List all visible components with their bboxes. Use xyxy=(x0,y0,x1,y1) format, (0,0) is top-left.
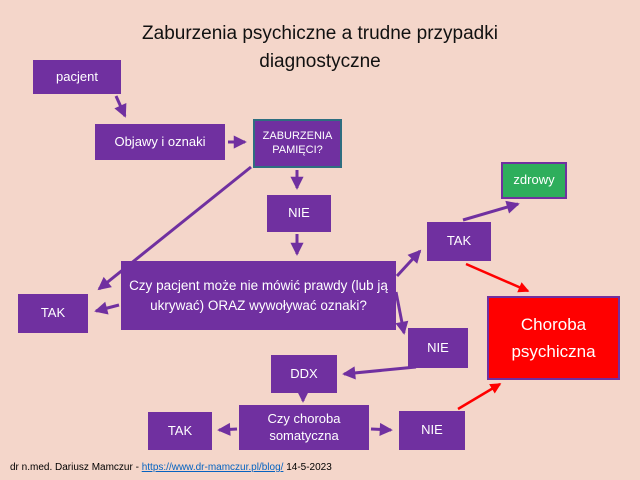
node-tak-bottom: TAK xyxy=(148,412,212,450)
node-zdrowy: zdrowy xyxy=(501,162,567,199)
arrow-question-to-tak-right xyxy=(395,249,422,278)
node-czy-choroba-somatyczna: Czy choroba somatyczna xyxy=(239,405,369,450)
arrow-nie-to-choroba xyxy=(457,382,502,411)
arrow-pacjent-to-objawy xyxy=(114,95,127,118)
footer-author: dr n.med. Dariusz Mamczur - xyxy=(10,462,142,473)
arrow-tak-to-zdrowy xyxy=(462,200,520,222)
footer: dr n.med. Dariusz Mamczur - https://www.… xyxy=(10,462,332,473)
arrow-somatyczna-to-tak xyxy=(217,422,238,436)
node-choroba-psychiczna: Choroba psychiczna xyxy=(487,296,620,380)
arrow-somatyczna-to-nie xyxy=(370,422,393,436)
node-nie-memory: NIE xyxy=(267,195,331,232)
node-tak-right: TAK xyxy=(427,222,491,261)
arrow-question-to-nie xyxy=(394,291,409,335)
node-nie-middle: NIE xyxy=(408,328,468,368)
footer-date: 14-5-2023 xyxy=(283,462,332,473)
footer-link[interactable]: https://www.dr-mamczur.pl/blog/ xyxy=(141,462,284,473)
node-zaburzenia-pamieci: ZABURZENIA PAMIĘCI? xyxy=(253,119,342,168)
slide-title: Zaburzenia psychiczne a trudne przypadki… xyxy=(142,23,498,72)
arrow-nie-to-ddx xyxy=(342,365,417,380)
arrow-tak-to-choroba xyxy=(465,262,530,293)
node-question-lying: Czy pacjent może nie mówić prawdy (lub j… xyxy=(121,261,396,330)
node-ddx: DDX xyxy=(271,355,337,393)
arrow-question-to-tak-left xyxy=(94,301,120,315)
node-tak-left: TAK xyxy=(18,294,88,333)
node-pacjent: pacjent xyxy=(33,60,121,94)
node-nie-bottom: NIE xyxy=(399,411,465,450)
node-objawy-i-oznaki: Objawy i oznaki xyxy=(95,124,225,160)
